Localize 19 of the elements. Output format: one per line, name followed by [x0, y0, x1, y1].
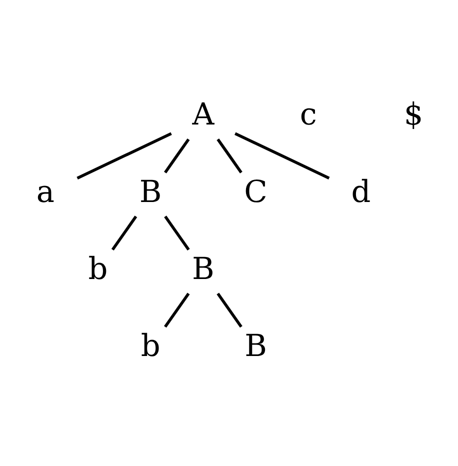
label: c — [299, 98, 316, 133]
connector — [234, 132, 330, 180]
connector — [76, 132, 172, 180]
node-text: B — [244, 329, 266, 364]
node-text: A — [192, 98, 214, 133]
connector — [164, 138, 190, 174]
connector — [164, 216, 190, 251]
connector — [216, 292, 242, 328]
node-text: d — [350, 174, 370, 210]
connector — [216, 138, 242, 174]
node-text: C — [244, 174, 267, 210]
node-text: b — [140, 329, 160, 364]
node-text: B — [192, 252, 214, 287]
node-text: b — [88, 252, 108, 287]
node-text: B — [138, 174, 162, 210]
connector — [110, 216, 137, 251]
connector — [163, 292, 190, 328]
node-text: a — [36, 174, 54, 210]
label: $ — [403, 98, 423, 133]
